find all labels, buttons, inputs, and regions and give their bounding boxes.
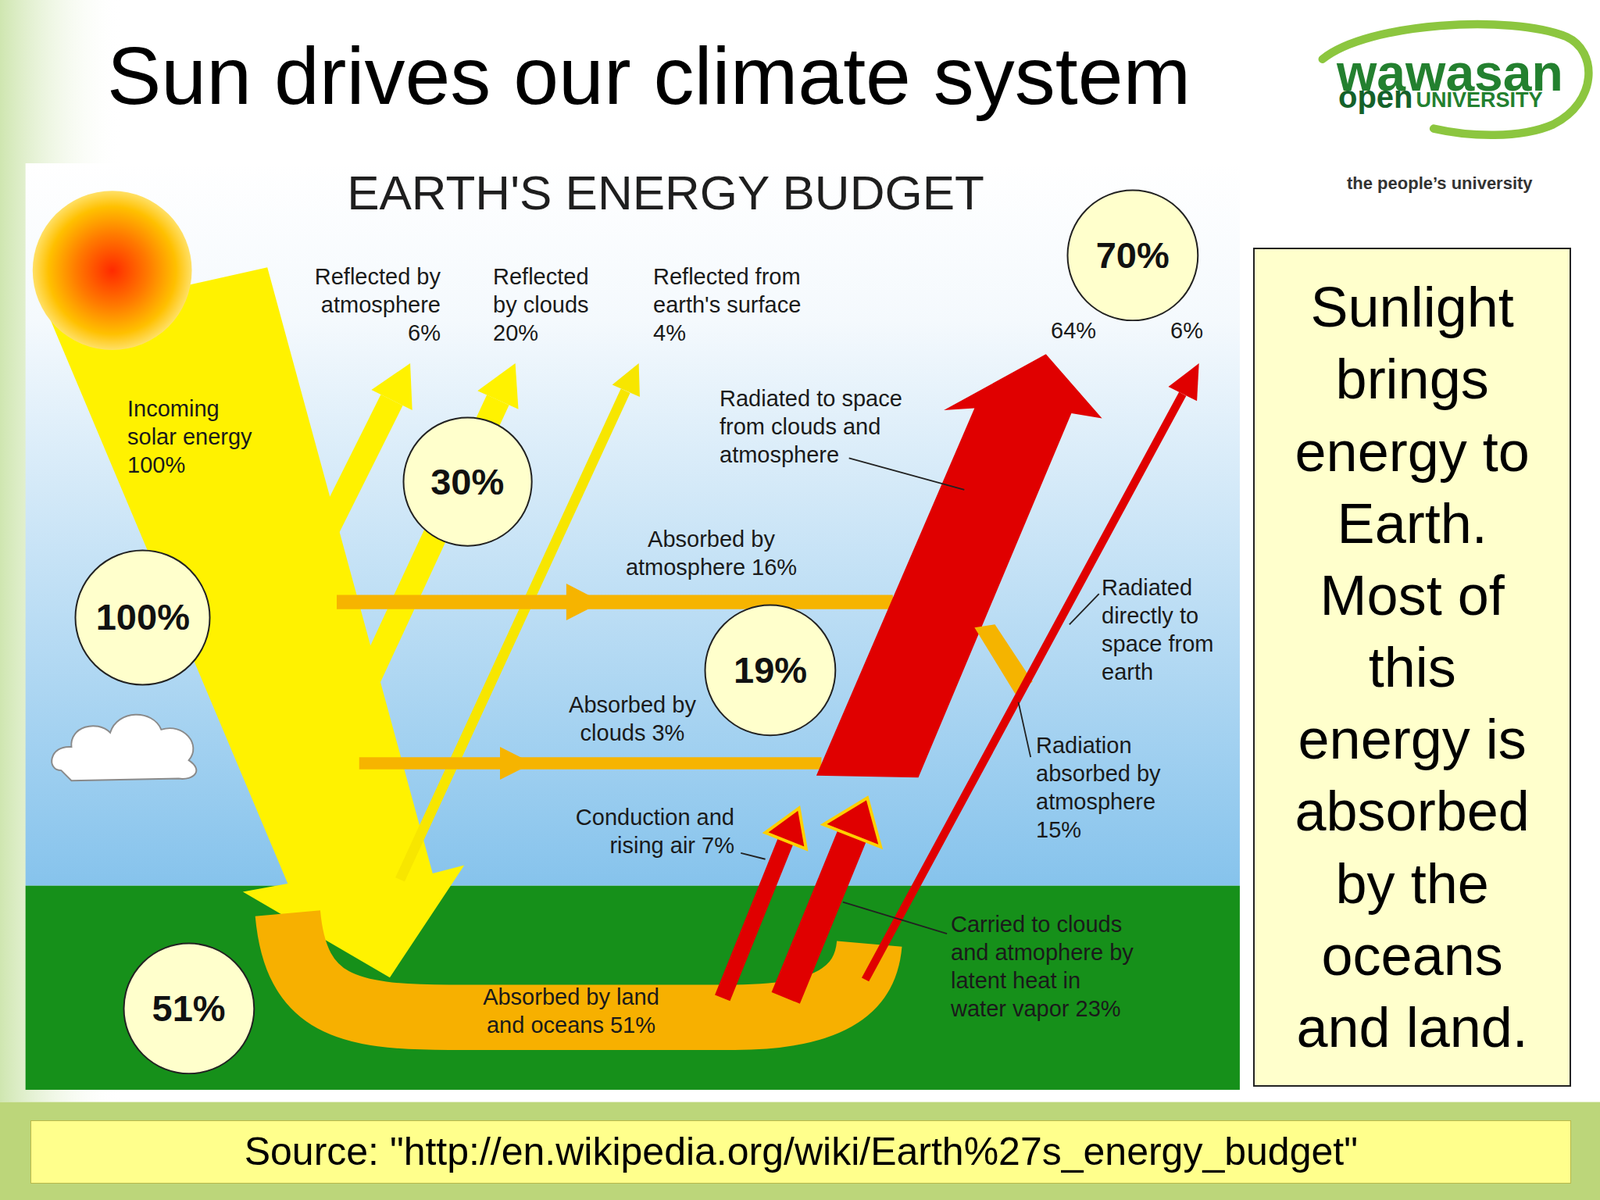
circle-shape <box>1067 189 1198 321</box>
flow-label: Radiated to space from clouds and atmosp… <box>719 384 908 469</box>
callout-number: 19% <box>733 650 808 691</box>
logo-wordmark: UNIVERSITY <box>1416 89 1543 111</box>
callout-number: 100% <box>96 596 190 638</box>
callout-number: 70% <box>1096 235 1170 276</box>
leader-line <box>849 457 965 490</box>
flow-label: Radiated directly to space from earth <box>1101 573 1223 686</box>
percent-label: 6% <box>1170 316 1204 345</box>
percent-circle: 51% <box>122 942 256 1075</box>
flow-label: Reflected by atmosphere 6% <box>290 262 441 347</box>
flow-label: Absorbed by land and oceans 51% <box>477 982 665 1040</box>
circle-shape <box>123 942 254 1074</box>
latent-heat-arrow <box>785 835 853 999</box>
arrow-head <box>500 746 533 780</box>
leader-line <box>842 902 947 934</box>
sun <box>32 190 193 350</box>
source-bar: Source: "http://en.wikipedia.org/wiki/Ea… <box>30 1120 1572 1184</box>
logo-wordmark: open <box>1338 81 1414 113</box>
flow-label: Incoming solar energy 100% <box>127 394 272 479</box>
diagram-heading: EARTH'S ENERGY BUDGET <box>346 168 985 218</box>
percent-circle: 100% <box>74 549 211 686</box>
reflected-arrow <box>306 400 393 572</box>
cloud <box>51 714 197 781</box>
leader-line <box>1069 593 1100 625</box>
summary-box: Sunlight brings energy to Earth. Most of… <box>1253 247 1572 1087</box>
slide-title: Sun drives our climate system <box>107 31 1191 121</box>
arrow-head <box>765 807 807 849</box>
absorbed-arrow <box>336 594 893 609</box>
percent-label: 64% <box>1050 316 1097 345</box>
leader-line <box>740 853 765 860</box>
logo-tagline: the people’s university <box>1346 175 1533 193</box>
arrow-head <box>612 363 640 397</box>
circle-shape <box>75 550 211 685</box>
percent-circle: 30% <box>402 416 533 547</box>
circle-shape <box>705 605 836 736</box>
arrow-head <box>566 583 603 621</box>
circle-shape <box>403 417 532 546</box>
callout-number: 30% <box>430 461 504 503</box>
logo-swoosh <box>1322 24 1590 136</box>
flow-label: Absorbed by clouds 3% <box>564 690 701 747</box>
flow-label: Carried to clouds and atmophere by laten… <box>950 910 1139 1023</box>
arrow-head <box>1168 363 1200 401</box>
arrow-head <box>823 797 881 847</box>
flow-label: Reflected from earth's surface 4% <box>653 262 829 347</box>
arrow-head <box>477 363 518 410</box>
footer-band <box>0 1102 1600 1200</box>
ground <box>25 885 1240 1090</box>
conduction-arrow <box>722 840 786 998</box>
direct-radiation-arrow <box>865 393 1183 980</box>
flow-label: Absorbed by atmosphere 16% <box>619 525 804 582</box>
flow-label: Radiation absorbed by atmosphere 15% <box>1035 731 1181 844</box>
percent-circle: 70% <box>1066 189 1200 322</box>
node-text: Source: "http://en.wikipedia.org/wiki/Ea… <box>244 1129 1358 1175</box>
arrow-head <box>371 363 412 411</box>
flow-label: Reflected by clouds 20% <box>492 262 611 347</box>
flow-label: Conduction and rising air 7% <box>554 803 735 860</box>
absorbed-arrow <box>359 757 822 770</box>
percent-circle: 19% <box>703 603 837 737</box>
callout-number: 51% <box>152 988 226 1029</box>
leader-line <box>1018 702 1032 758</box>
node-text: Sunlight brings energy to Earth. Most of… <box>1278 271 1547 1064</box>
